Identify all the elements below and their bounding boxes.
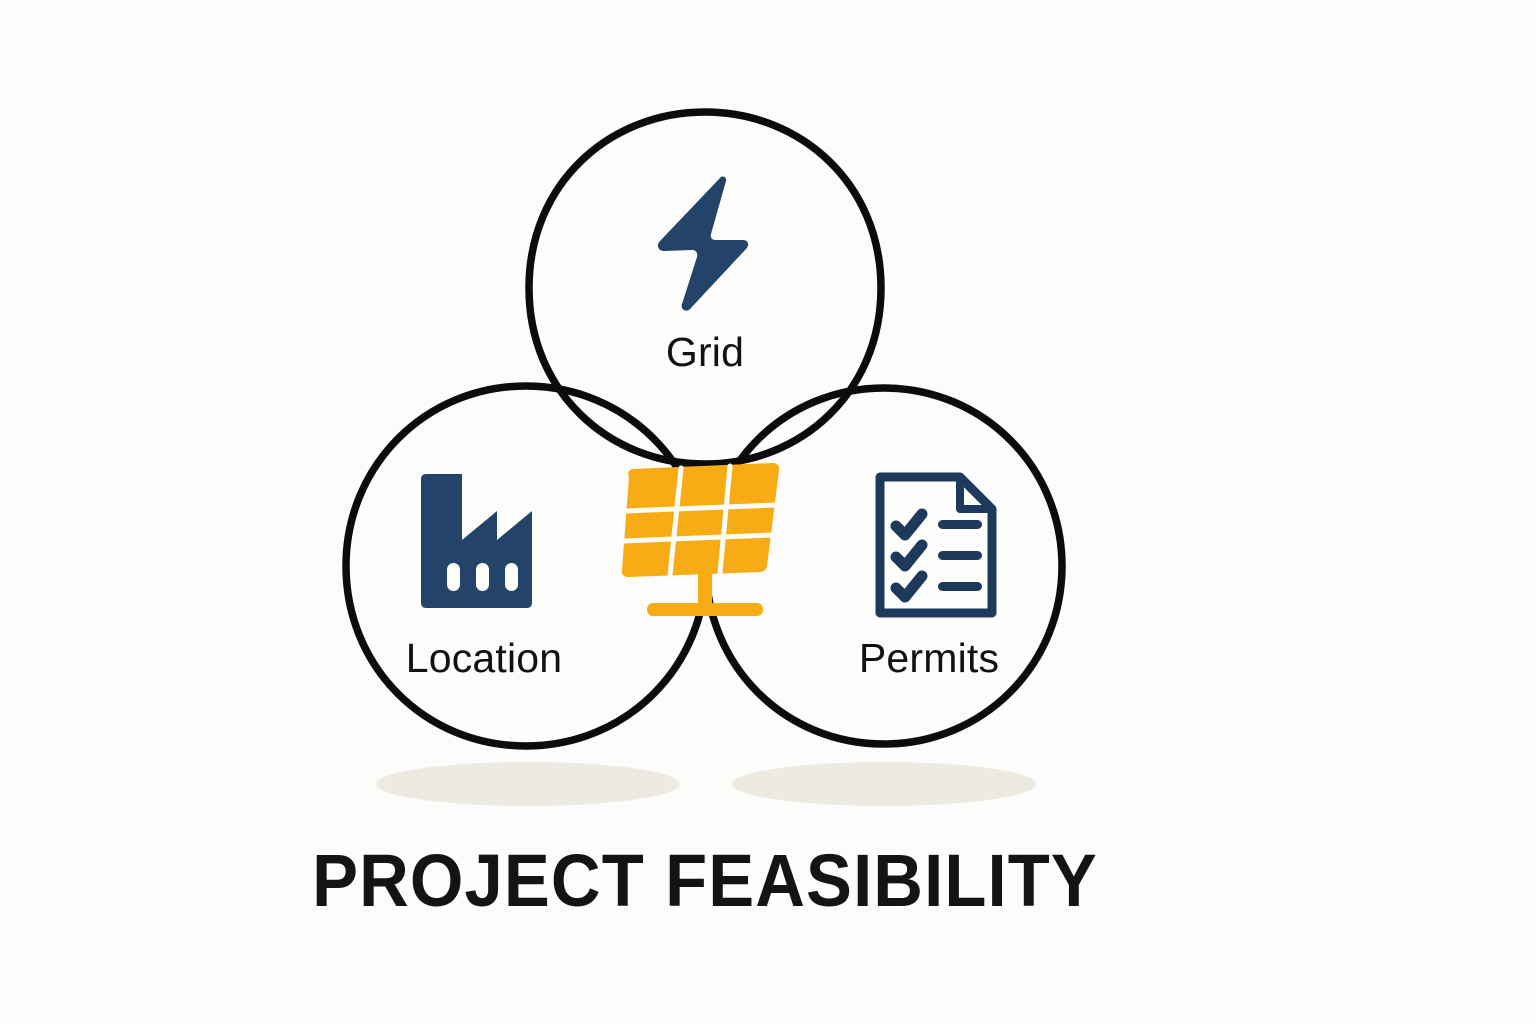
document-checklist-icon <box>875 472 997 618</box>
circle-grid[interactable] <box>525 108 885 468</box>
shadow-ellipse-right <box>732 762 1036 806</box>
lightning-bolt-icon <box>657 176 749 311</box>
shadow-ellipse-left <box>376 762 680 806</box>
page-title: PROJECT FEASIBILITY <box>312 840 1098 923</box>
ground-shadows <box>376 762 1036 806</box>
label-location: Location <box>406 635 563 681</box>
factory-icon <box>421 474 532 608</box>
label-grid: Grid <box>666 329 744 375</box>
solar-panel-icon <box>621 463 780 616</box>
label-permits: Permits <box>859 635 999 681</box>
